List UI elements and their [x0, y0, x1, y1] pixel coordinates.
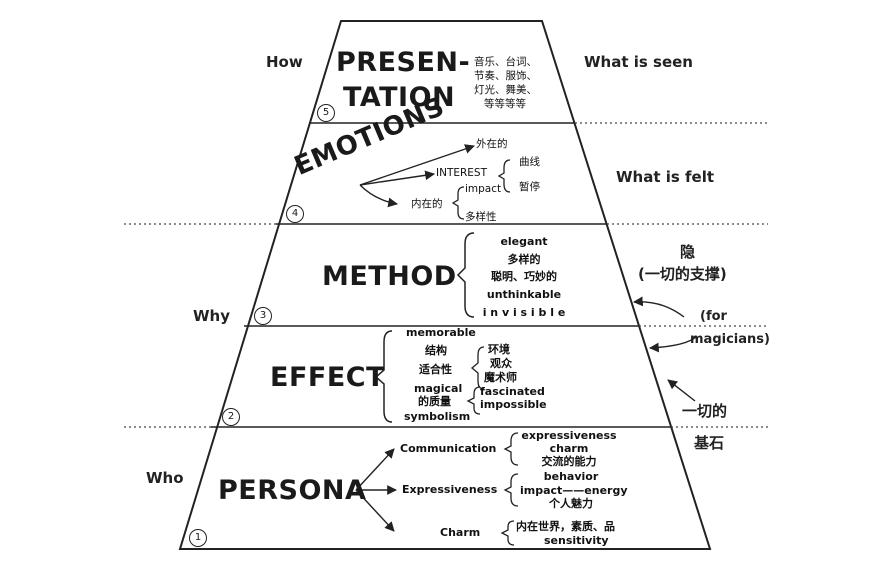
label-who: Who	[146, 469, 184, 487]
level-number-2: 2	[222, 408, 240, 426]
effect-item: 适合性	[419, 363, 452, 376]
emotions-outer: 外在的	[476, 138, 508, 150]
brace-expressiveness	[503, 473, 519, 507]
label-everything: 一切的	[682, 402, 728, 420]
title-method: METHOD	[322, 261, 457, 292]
title-persona: PERSONA	[218, 475, 367, 506]
brace-communication	[503, 432, 519, 466]
persona-arrows	[355, 448, 397, 532]
effect-sub-item: 观众	[490, 357, 512, 370]
emotions-curve: 曲线	[519, 156, 540, 168]
persona-item: 内在世界，素质、品	[516, 520, 615, 533]
title-effect: EFFECT	[270, 362, 386, 393]
effect-sub-item: 环境	[488, 343, 510, 356]
method-item: elegant	[500, 235, 548, 248]
emotions-impact: impact	[465, 183, 502, 195]
persona-branch-communication: Communication	[400, 442, 497, 455]
emotions-variety: 多样性	[465, 211, 497, 223]
effect-sub-item: impossible	[480, 398, 547, 411]
effect-item: symbolism	[404, 410, 471, 423]
pyramid-outline	[178, 20, 712, 550]
title-presentation-line1: PRESEN-	[336, 47, 471, 78]
persona-item: behavior	[543, 470, 599, 483]
method-item: unthinkable	[486, 288, 562, 301]
label-all-support: (一切的支撑)	[638, 265, 727, 283]
presentation-note: 等等等等	[484, 98, 526, 110]
brace-effect	[374, 330, 393, 423]
label-cornerstone: 基石	[694, 434, 725, 452]
label-for: (for	[700, 309, 727, 324]
title-presentation-line2: TATION	[343, 82, 456, 113]
effect-sub-item: 魔术师	[484, 371, 517, 384]
method-item: i n v i s i b l e	[482, 306, 566, 319]
level-number-1: 1	[189, 529, 207, 547]
method-item: 聪明、巧妙的	[491, 270, 557, 283]
effect-item: memorable	[406, 326, 476, 339]
label-how: How	[266, 53, 303, 71]
effect-item: 的质量	[418, 395, 451, 408]
level-number-4: 4	[286, 205, 304, 223]
brace-interest	[497, 159, 511, 193]
label-what-is-seen: What is seen	[584, 53, 693, 71]
emotions-pause: 暂停	[519, 181, 540, 193]
brace-charm	[500, 520, 515, 546]
label-hidden: 隐	[680, 243, 696, 261]
presentation-note: 节奏、服饰、	[474, 70, 537, 82]
level-number-3: 3	[254, 307, 272, 325]
persona-item: impact——energy	[520, 484, 628, 497]
dotted-guides	[124, 122, 768, 428]
effect-item: 结构	[425, 344, 447, 357]
emotions-arrows	[359, 144, 475, 208]
persona-branch-charm: Charm	[440, 526, 481, 539]
label-what-is-felt: What is felt	[616, 168, 715, 186]
brace-suitability	[470, 346, 485, 390]
persona-item: 个人魅力	[549, 497, 593, 510]
label-magicians: magicians)	[690, 332, 770, 347]
persona-branch-expressiveness: Expressiveness	[402, 483, 498, 496]
effect-item: magical	[414, 382, 463, 395]
persona-item: expressiveness	[521, 429, 617, 442]
emotions-inner: 内在的	[411, 198, 443, 210]
method-item: 多样的	[507, 253, 541, 266]
side-arrows	[633, 296, 698, 402]
brace-inner	[451, 186, 465, 220]
persona-item: 交流的能力	[541, 455, 597, 468]
effect-sub-item: fascinated	[480, 385, 545, 398]
presentation-note: 灯光、舞美、	[474, 84, 537, 96]
persona-item: charm	[549, 442, 589, 455]
label-why: Why	[193, 307, 231, 325]
brace-method	[456, 232, 475, 318]
presentation-note: 音乐、台词、	[474, 56, 537, 68]
emotions-interest: INTEREST	[436, 167, 488, 179]
brace-quality	[466, 386, 481, 415]
persona-item: sensitivity	[544, 534, 609, 547]
level-number-5: 5	[317, 104, 335, 122]
